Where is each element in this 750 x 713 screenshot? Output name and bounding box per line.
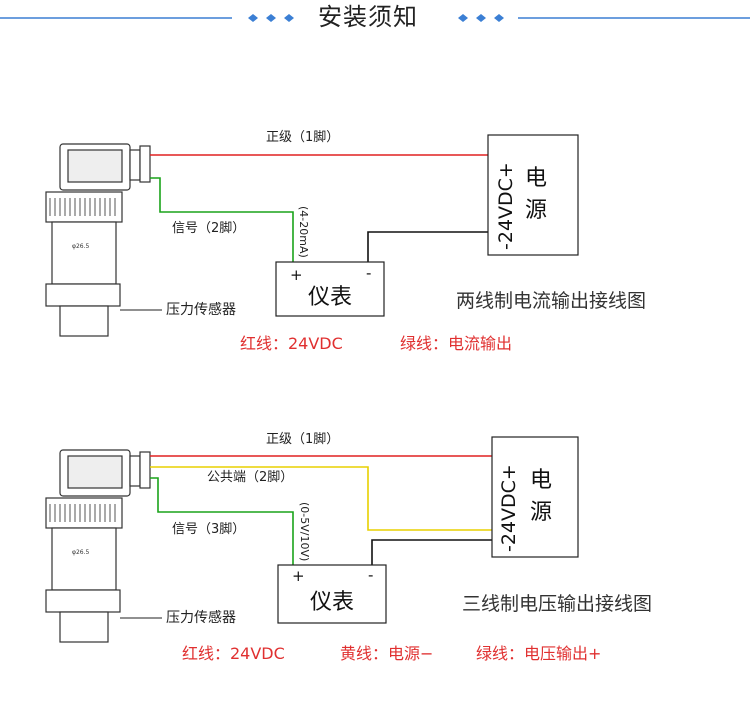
meter-box <box>275 261 385 317</box>
meter-label: 仪表 <box>310 590 355 615</box>
yellow-wire <box>150 466 492 531</box>
meter-label: 仪表 <box>308 285 353 310</box>
black-wire <box>367 231 488 262</box>
sensor-label: 压力传感器 <box>166 610 236 626</box>
psu-label-2: 源 <box>525 198 548 223</box>
legend-green: 绿线：电流输出 <box>400 334 513 353</box>
meter-plus: + <box>292 567 305 585</box>
diamond-icon <box>476 14 486 22</box>
meter-plus: + <box>290 266 303 284</box>
black-wire <box>371 539 492 565</box>
legend-green: 绿线：电压输出+ <box>476 644 602 663</box>
green-wire <box>150 477 294 565</box>
wire-label-positive: 正级（1脚） <box>266 130 340 145</box>
signal-range-label: (0-5V/10V) <box>298 502 311 562</box>
page-title: 安装须知 <box>318 3 418 31</box>
diamond-icon <box>458 14 468 22</box>
diamond-icon <box>248 14 258 22</box>
diamond-icon <box>494 14 504 22</box>
wire-label-signal: 信号（2脚） <box>172 221 246 236</box>
pressure-sensor-icon <box>45 449 151 643</box>
power-supply-box <box>491 436 579 558</box>
meter-box <box>277 564 387 624</box>
pressure-sensor-icon <box>45 143 151 337</box>
wire-label-common: 公共端（2脚） <box>207 470 294 485</box>
sensor-spec: φ26.5 <box>72 243 90 250</box>
psu-voltage: -24VDC+ <box>498 464 520 552</box>
sensor-spec: φ26.5 <box>72 549 90 556</box>
diagram-caption: 两线制电流输出接线图 <box>456 290 647 312</box>
header-decoration <box>0 14 750 22</box>
diamond-icon <box>266 14 276 22</box>
legend-red: 红线：24VDC <box>182 644 285 663</box>
meter-minus: - <box>368 566 374 584</box>
legend-red: 红线：24VDC <box>240 334 343 353</box>
diamond-icon <box>284 14 294 22</box>
diagram-caption: 三线制电压输出接线图 <box>462 593 653 615</box>
psu-label-1: 电 <box>525 166 548 191</box>
power-supply-box <box>487 134 579 256</box>
psu-label-2: 源 <box>530 500 553 525</box>
green-wire <box>150 177 294 262</box>
sensor-label: 压力传感器 <box>166 302 236 318</box>
wire-label-positive: 正级（1脚） <box>266 432 340 447</box>
legend-yellow: 黄线：电源− <box>340 644 434 663</box>
psu-label-1: 电 <box>530 468 553 493</box>
wire-label-signal: 信号（3脚） <box>172 522 246 537</box>
meter-minus: - <box>366 264 372 282</box>
